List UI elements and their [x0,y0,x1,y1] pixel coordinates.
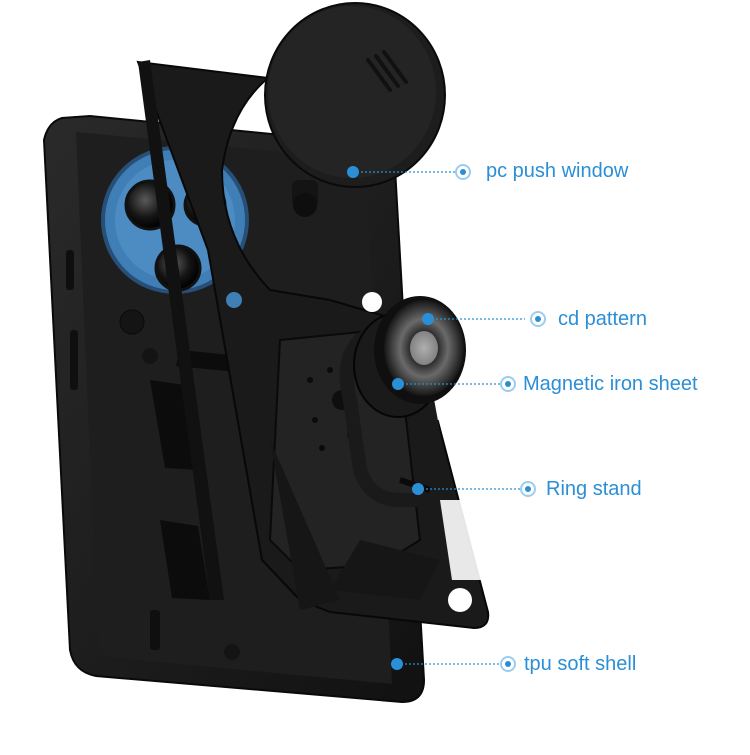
anchor-dot-cd-pattern [422,313,434,325]
label-magnetic-iron-sheet: Magnetic iron sheet [523,373,698,395]
marker-magnetic-iron-sheet [500,376,516,392]
marker-pc-push-window [455,164,471,180]
anchor-dot-pc-push-window [347,166,359,178]
anchor-dots [347,166,434,670]
cd-pattern-part [374,296,466,404]
marker-ring-stand [520,481,536,497]
label-tpu-soft-shell: tpu soft shell [524,653,637,675]
leader-lines [353,171,525,665]
label-cd-pattern: cd pattern [558,308,647,330]
label-pc-push-window: pc push window [486,160,629,182]
marker-tpu-soft-shell [500,656,516,672]
anchor-dot-magnetic-iron-sheet [392,378,404,390]
anchor-dot-tpu-soft-shell [391,658,403,670]
anchor-dot-ring-stand [412,483,424,495]
label-ring-stand: Ring stand [546,478,642,500]
marker-cd-pattern [530,311,546,327]
pc-push-window-part [264,2,446,217]
